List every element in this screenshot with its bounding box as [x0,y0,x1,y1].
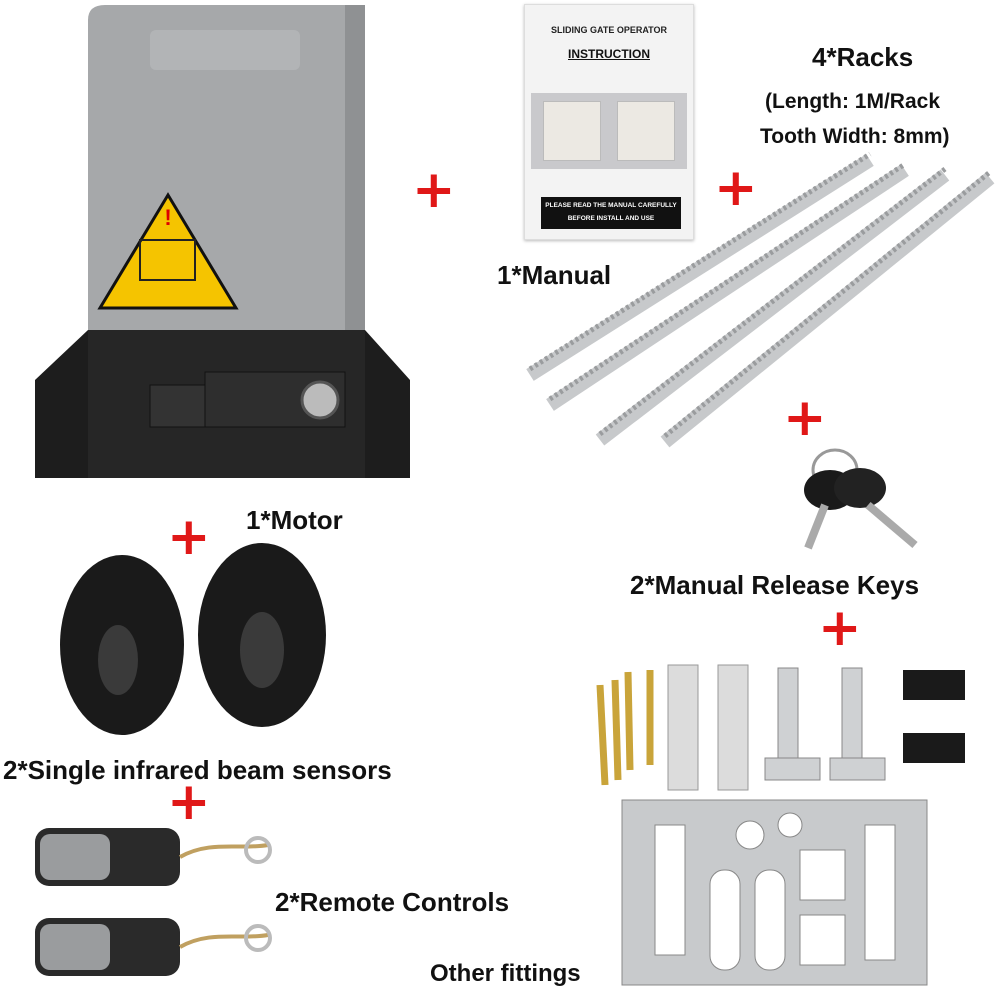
motor-photo [543,101,601,161]
remotes-image [35,828,272,976]
sensors-image [60,543,326,735]
warning-sign-icon [97,192,239,310]
manual-footer-line: PLEASE READ THE MANUAL CAREFULLY [545,202,677,209]
manual-photos [531,93,687,169]
manual-footer-line: BEFORE INSTALL AND USE [567,215,655,222]
plus-icon: + [783,388,827,448]
lock-icon [300,380,340,420]
racks-image [526,151,995,448]
manual-label: 1*Manual [497,260,612,290]
motor-photo [617,101,675,161]
plus-icon: + [167,772,211,832]
manual-title: SLIDING GATE OPERATOR [550,25,667,35]
remotes-label: 2*Remote Controls [275,887,510,917]
motor-image: ! [35,5,410,478]
plus-icon: + [412,160,456,220]
keys-label: 2*Manual Release Keys [630,570,920,600]
racks-length-label: (Length: 1M/Rack [765,90,941,113]
keys-image [804,448,918,550]
fittings-image [596,664,965,986]
manual-footer: PLEASE READ THE MANUAL CAREFULLY BEFORE … [541,197,681,229]
manual-booklet: SLIDING GATE OPERATOR INSTRUCTION PLEASE… [524,4,694,240]
racks-tooth-label: Tooth Width: 8mm) [760,125,950,148]
motor-label: 1*Motor [246,505,343,535]
plus-icon: + [714,158,758,218]
plus-icon: + [818,598,862,658]
plus-icon: + [167,507,211,567]
racks-label: 4*Racks [812,42,914,72]
manual-heading: INSTRUCTION [568,47,650,61]
fittings-label: Other fittings [430,960,581,987]
svg-text:!: ! [164,205,171,230]
sensors-label: 2*Single infrared beam sensors [3,755,392,785]
